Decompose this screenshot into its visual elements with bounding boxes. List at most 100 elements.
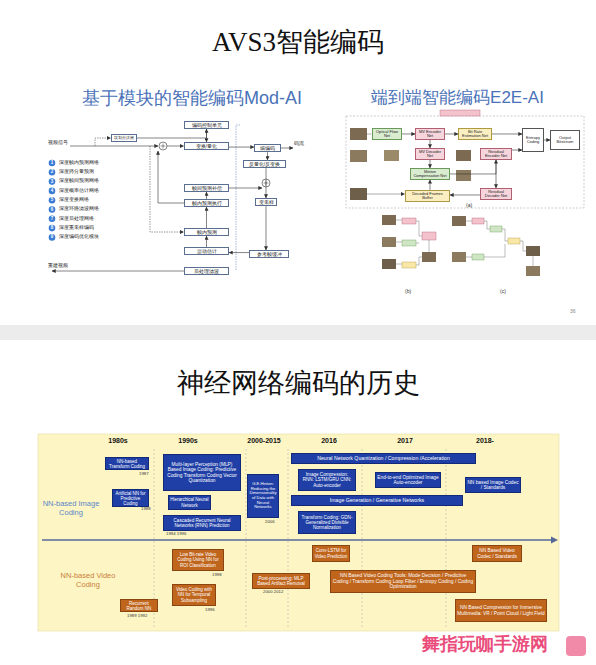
box-text: 熵编码 [260, 146, 275, 151]
network-block [508, 238, 520, 244]
year-note: 1989 1992 [127, 614, 147, 619]
section-heading: 基于模块的智能编码Mod-AI [52, 88, 332, 109]
box-text: Recurrent Random NN [122, 601, 156, 611]
connector-arrow [512, 150, 522, 151]
process-box: 参考帧缓冲 [249, 250, 289, 258]
box-text: Cascaded Recurrent Neural Networks (RNN)… [165, 518, 239, 528]
year-note: 1994 1996 [166, 532, 186, 537]
frame-thumbnail [350, 188, 367, 200]
image-milestone-box: Hierarchical Neural Network [168, 495, 211, 510]
time-axis-head [551, 537, 558, 544]
network-block [402, 262, 416, 268]
callout-number: 5 [50, 197, 55, 202]
network-block [472, 218, 484, 224]
frame-thumbnail [350, 150, 367, 162]
control-wire [95, 138, 111, 146]
subfigure-label: (a) [466, 203, 472, 209]
network-box: Motion Compensation Net [410, 168, 450, 180]
callout-circle [49, 206, 56, 213]
network-block [402, 240, 416, 246]
callout-circle [49, 234, 56, 241]
output-box: Output Bitstream [550, 130, 580, 150]
legend-item-text: 深度帧间预测网络 [59, 178, 99, 184]
network-block [402, 218, 416, 224]
legend-item-text: 深度帧内预测网络 [59, 160, 99, 166]
bit-bar [440, 110, 480, 116]
box-text: Hierarchical Neural Network [170, 497, 209, 507]
signal-name: 重建视频 [48, 263, 68, 269]
image-milestone-box: Image Compression: RNN: LSTM/GRU CNN: Au… [298, 469, 356, 491]
box-text: Motion Compensation Net [412, 170, 448, 179]
box-text: Post-processing: MLP Based Artifact Remo… [254, 576, 308, 586]
page-number: 36 [570, 309, 576, 315]
reconstruct-wire [52, 271, 184, 272]
connector-arrow [496, 160, 497, 188]
box-text: NN Based Video Coding Tools: Mode Decisi… [332, 573, 474, 589]
connector-arrow [206, 207, 207, 228]
network-box: Residual Decoder Net [480, 188, 512, 200]
box-text: 变换/量化 [196, 144, 217, 149]
legend-item-text: 深度环路滤波网络 [59, 206, 99, 212]
frame-thumbnail [452, 216, 466, 226]
year-note: 1987 [139, 472, 149, 477]
image-milestone-box: NN based Image Codec / Standards [465, 477, 521, 493]
era-divider [154, 449, 446, 628]
process-box: 运动估计 [184, 247, 229, 255]
signal-wire [70, 146, 158, 147]
box-text: Low Bit-rate Video Coding Using NN for R… [174, 552, 222, 567]
network-box: Residual Encoder Net [480, 148, 512, 160]
signal-wire [167, 146, 184, 147]
box-text: G.E.Hinton: Reducing the Dimensionality … [249, 482, 277, 510]
signal-wire [396, 220, 429, 265]
legend-item-text: 深度后处理网络 [59, 216, 94, 222]
prediction-wire [229, 188, 262, 189]
video-milestone-box: NN Based Video Codec / Standards [472, 545, 522, 562]
watermark-logo [566, 636, 586, 656]
frame-thumbnail [452, 252, 466, 262]
connector-arrow [206, 236, 207, 247]
legend-item-text: 深度重采样编码 [59, 225, 94, 231]
year-note: 1988 [141, 507, 151, 512]
network-block [422, 232, 436, 240]
callout-circle [49, 197, 56, 204]
connector-arrow [430, 160, 431, 168]
network-block [472, 254, 484, 260]
year-note: 2006 [265, 520, 275, 525]
box-text: MV Encoder Net [417, 130, 443, 139]
connector-arrow [492, 133, 522, 134]
callout-number: 7 [50, 216, 55, 221]
box-text: 帧间预测补偿 [192, 186, 222, 191]
connector-arrow [544, 140, 550, 141]
legend-item-text: 深度编码优化模块 [59, 234, 99, 240]
process-box: 块划分决策 [111, 134, 137, 142]
subfigure-label: (c) [500, 289, 506, 295]
control-wire [236, 125, 240, 270]
box-text: Artificial NN for Predictive Coding [114, 491, 147, 506]
box-text: Multi-layer Perception (MLP) Based Image… [165, 462, 239, 483]
year-note: 2000 2012 [263, 590, 283, 595]
connector-arrow [430, 140, 431, 148]
callout-circle [49, 225, 56, 232]
process-box: 变采样 [255, 198, 277, 206]
adder-symbol [161, 144, 166, 149]
year-note: 1996 [205, 608, 215, 613]
box-text: 反量化/反变换 [249, 162, 280, 167]
legend-item-text: 深度概率估计网络 [59, 188, 99, 194]
connector-arrow [266, 206, 267, 250]
network-box: MV Decoder Net [415, 148, 445, 160]
video-milestone-box: NN Based Video Coding Tools: Mode Decisi… [330, 570, 476, 593]
adder-symbol [159, 142, 167, 150]
connector-arrow [430, 180, 431, 190]
box-text: 块划分决策 [114, 136, 134, 141]
connector-arrow [206, 129, 207, 142]
box-text: Bit Rate Estimation Net [460, 130, 490, 139]
signal-name: 码流 [294, 141, 304, 147]
callout-number: 9 [50, 234, 55, 239]
image-milestone-box: Cascaded Recurrent Neural Networks (RNN)… [163, 515, 241, 531]
box-text: NN-based Transform Coding [107, 459, 147, 469]
box-text: Output Bitstream [552, 136, 578, 145]
box-text: 帧内预测执行 [192, 201, 222, 206]
callout-number: 3 [50, 179, 55, 184]
frame-thumbnail [384, 150, 399, 161]
